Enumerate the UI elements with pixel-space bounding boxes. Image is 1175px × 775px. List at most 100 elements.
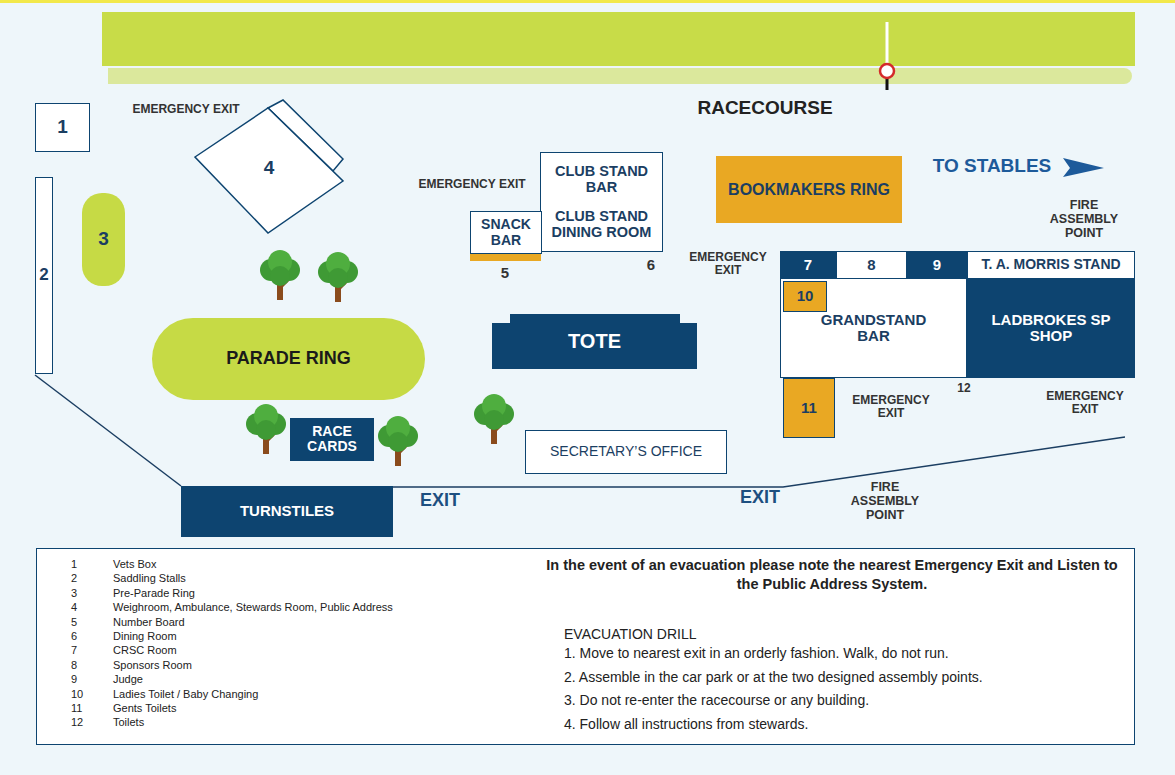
boundary-line [393,437,1125,487]
gents-toilet: 11 [783,378,835,438]
tree [260,250,300,300]
key-name: Weighroom, Ambulance, Stewards Room, Pub… [113,601,393,614]
key-number: 3 [71,587,77,600]
node-label: TURNSTILES [240,503,334,520]
node-content: LADBROKES SP SHOP [968,279,1134,377]
node-label: TOTE [568,330,621,352]
node-content: 3 [82,193,125,286]
node-content: SECRETARY’S OFFICE [526,431,726,473]
map-label: EMERGENCY EXIT [418,178,525,191]
map-label: TO STABLES [933,155,1052,176]
stables-arrow [1063,158,1104,177]
key-number: 12 [71,716,83,729]
key-number: 11 [71,702,82,715]
node-content: 1 [36,104,89,151]
key-name: Gents Toilets [113,702,176,715]
key-name: Sponsors Room [113,659,192,672]
node-label: CLUB STAND BAR [545,164,658,196]
node-content: BOOKMAKERS RING [716,156,902,223]
callout-number: 5 [501,265,509,282]
racecourse-track [102,12,1135,66]
grandstand-bar: GRANDSTAND BAR 10 [780,278,967,378]
node-content: TURNSTILES [181,486,393,537]
node-content: 10 [784,282,826,311]
race-cards: RACE CARDS [290,418,374,461]
node-label: SECRETARY’S OFFICE [550,444,702,459]
winning-post-marker [880,64,894,78]
map-label: EXIT [420,490,460,510]
boundary-line [35,375,181,486]
callout-number: 12 [957,382,970,395]
key-name: Pre-Parade Ring [113,587,195,600]
map-label: RACECOURSE [697,97,832,118]
key-number: 5 [71,616,77,629]
saddling-stalls: 2 [35,177,53,374]
node-label: 10 [797,288,814,305]
weighroom-diamond: 4 [190,98,348,238]
node-label: 11 [801,400,817,417]
key-number: 2 [71,572,77,585]
node-content: TOTE [492,313,697,369]
tree [318,252,358,302]
node-label: GRANDSTAND BAR [819,312,929,345]
callout-number: 6 [647,257,655,274]
key-number: 7 [71,644,77,657]
key-number: 9 [71,673,77,686]
key-name: Number Board [113,616,185,629]
key-number: 8 [71,659,77,672]
sponsors-room: 8 [836,251,907,280]
key-name: Saddling Stalls [113,572,186,585]
tree [474,394,514,444]
map-label: EMERGENCY EXIT [1039,390,1131,417]
drill-step: 3. Do not re-enter the racecourse or any… [564,692,869,709]
key-name: CRSC Room [113,644,177,657]
key-name: Vets Box [113,558,156,571]
map-label: EMERGENCY EXIT [132,103,239,116]
legend-panel: 1Vets Box2Saddling Stalls3Pre-Parade Rin… [36,548,1135,745]
node-label: 4 [264,158,275,179]
map-label: EXIT [740,487,780,507]
node-label: 2 [39,266,48,285]
node-content: PARADE RING [152,318,425,400]
top-edge [0,0,1175,3]
parade-ring: PARADE RING [152,318,425,400]
map-label: EMERGENCY EXIT [845,394,937,421]
tree [246,404,286,454]
node-label: SNACK BAR [475,217,537,248]
node-content: 8 [837,252,906,279]
winning-post [886,22,889,64]
key-number: 4 [71,601,77,614]
node-content: 2 [36,178,52,373]
ladbrokes-shop: LADBROKES SP SHOP [967,278,1135,378]
node-label: LADBROKES SP SHOP [991,312,1111,345]
stand-name: T. A. MORRIS STAND [967,251,1135,279]
drill-step: 4. Follow all instructions from stewards… [564,716,808,733]
tree [378,416,418,466]
vets-box: 1 [35,103,90,152]
key-number: 10 [71,688,83,701]
node-content: 4 [190,98,348,238]
track-rail [108,68,1132,84]
key-name: Ladies Toilet / Baby Changing [113,688,258,701]
crsc-room: 7 [780,251,836,280]
node-label: BOOKMAKERS RING [728,181,890,199]
node-label: RACE CARDS [294,424,370,455]
node-label: 3 [98,229,109,250]
tote: TOTE [492,313,697,369]
judge-box: 9 [907,251,967,280]
node-label: 1 [57,117,68,138]
node-content: T. A. MORRIS STAND [968,252,1134,278]
node-content: 7 [781,252,835,279]
map-label: FIRE ASSEMBLY POINT [839,480,931,522]
node-label: PARADE RING [226,349,351,369]
ladies-toilet: 10 [783,281,827,312]
key-name: Judge [113,673,143,686]
drill-step: 1. Move to nearest exit in an orderly fa… [564,645,949,662]
node-content: 11 [784,379,834,437]
bookmakers-ring: BOOKMAKERS RING [716,156,902,223]
map-label: EMERGENCY EXIT [682,251,774,278]
key-name: Dining Room [113,630,177,643]
node-content: SNACK BAR [471,212,541,253]
node-content: RACE CARDS [290,418,374,461]
node-label: 9 [933,257,941,274]
